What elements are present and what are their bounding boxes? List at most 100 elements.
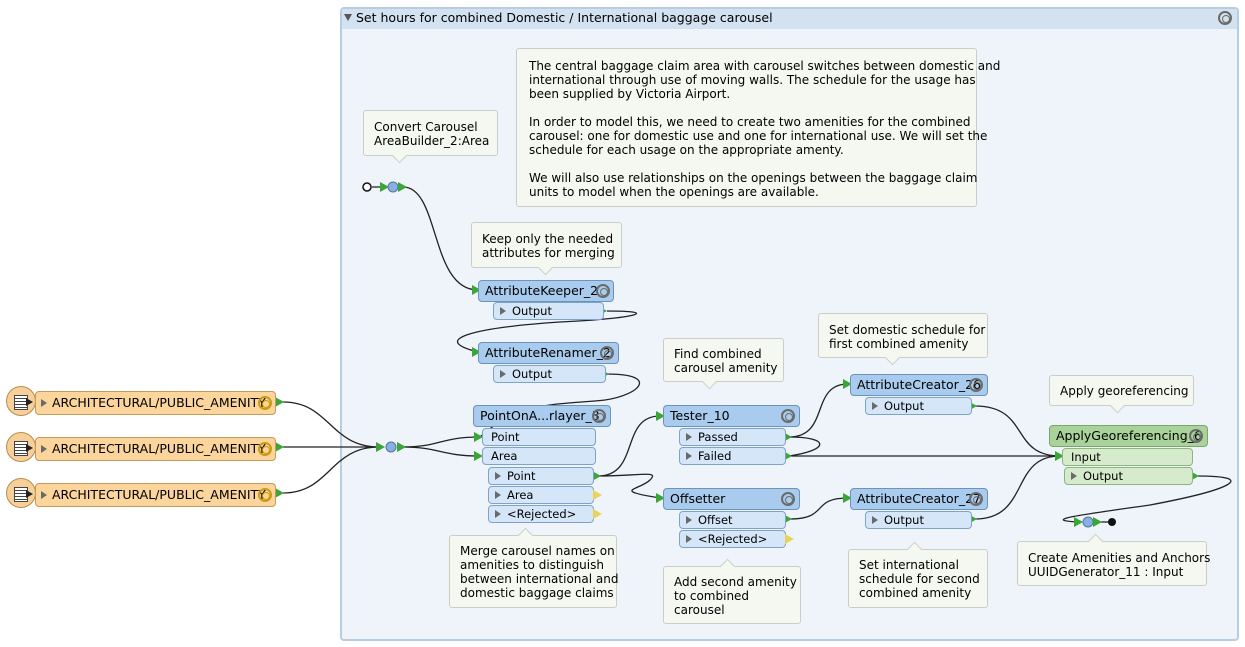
annotation-line: first combined amenity <box>829 337 969 351</box>
port-label: Point <box>491 430 520 444</box>
attributecreator27-transformer[interactable]: AttributeCreator_27 <box>850 488 988 510</box>
reader-feature-type[interactable]: ARCHITECTURAL/PUBLIC_AMENITY <box>35 437 276 461</box>
georeferencing-annotation[interactable]: Apply georeferencing <box>1049 375 1194 414</box>
reader-settings-gear-icon[interactable] <box>258 488 272 502</box>
annotation-line: Create Amenities and Anchors <box>1028 551 1211 565</box>
applygeoreferencing-input-port[interactable]: Input <box>1062 448 1193 466</box>
pointonarea-input-point[interactable]: Point <box>482 428 596 446</box>
annotation-line: UUIDGenerator_11 : Input <box>1028 565 1184 579</box>
settings-gear-icon[interactable] <box>781 492 795 506</box>
settings-gear-icon[interactable] <box>592 409 606 423</box>
description-line: carousel: one for domestic use and one f… <box>529 129 988 143</box>
settings-gear-icon[interactable] <box>596 284 610 298</box>
tester-transformer[interactable]: Tester_10 <box>663 405 800 427</box>
connector-point-tester <box>597 415 661 477</box>
create-amenities-annotation[interactable]: Create Amenities and Anchors UUIDGenerat… <box>1017 533 1211 586</box>
connector-passed-ac26 <box>788 383 849 438</box>
settings-gear-icon[interactable] <box>969 378 983 392</box>
port-label: Area <box>507 488 534 502</box>
description-line <box>529 157 964 171</box>
description-annotation[interactable]: The central baggage claim area with caro… <box>516 48 1001 207</box>
transformer-name: Offsetter <box>670 491 726 506</box>
port-label: Output <box>884 399 924 413</box>
pointonarea-input-area[interactable]: Area <box>482 447 596 465</box>
attributerenamer-output-port[interactable]: Output <box>493 365 606 383</box>
description-line: international through use of moving wall… <box>529 73 976 87</box>
attributekeeper-output-port[interactable]: Output <box>493 302 604 320</box>
transformer-name: ApplyGeoreferencing_6 <box>1056 428 1202 443</box>
pointonarea-output-rejected[interactable]: <Rejected> <box>488 505 594 523</box>
applygeoreferencing-transformer[interactable]: ApplyGeoreferencing_6 <box>1049 425 1208 447</box>
offsetter-transformer[interactable]: Offsetter <box>663 488 800 510</box>
settings-gear-icon[interactable] <box>781 409 795 423</box>
applygeoreferencing-output-port[interactable]: Output <box>1064 467 1193 485</box>
convert-carousel-annotation[interactable]: Convert Carousel AreaBuilder_2:Area <box>363 110 498 164</box>
port-label: Point <box>507 469 536 483</box>
collapse-triangle-icon[interactable] <box>344 14 352 21</box>
reader-label: ARCHITECTURAL/PUBLIC_AMENITY <box>52 441 266 456</box>
find-carousel-annotation[interactable]: Find combined carousel amenity <box>663 338 784 390</box>
annotation-line: Merge carousel names on <box>460 544 615 558</box>
attributekeeper-transformer[interactable]: AttributeKeeper_2 <box>478 280 614 302</box>
attributecreator27-output-port[interactable]: Output <box>865 511 972 529</box>
annotation-line: Set international <box>859 558 959 572</box>
pointonarea-output-point[interactable]: Point <box>488 467 594 485</box>
settings-gear-icon[interactable] <box>600 346 614 360</box>
connector-junction-point <box>401 436 481 448</box>
bookmark-header[interactable] <box>342 9 1237 29</box>
transformer-name: PointOnA...rlayer_3 <box>480 408 600 423</box>
annotation-line: Add second amenity <box>674 575 797 589</box>
transformer-name: AttributeCreator_26 <box>857 377 981 392</box>
keep-attributes-annotation[interactable]: Keep only the needed attributes for merg… <box>471 222 622 276</box>
unconnected-port-icon <box>785 534 794 544</box>
reader-feature-type[interactable]: ARCHITECTURAL/PUBLIC_AMENITY <box>35 391 276 415</box>
annotation-line: Find combined <box>674 347 762 361</box>
reader-settings-gear-icon[interactable] <box>258 396 272 410</box>
annotation-line: AreaBuilder_2:Area <box>374 134 490 148</box>
attributecreator26-output-port[interactable]: Output <box>865 397 972 415</box>
tester-output-failed[interactable]: Failed <box>679 447 786 465</box>
annotation-line: combined amenity <box>859 586 972 600</box>
attributecreator26-transformer[interactable]: AttributeCreator_26 <box>850 374 988 396</box>
annotation-line: Keep only the needed <box>482 232 614 246</box>
international-schedule-annotation[interactable]: Set international schedule for second co… <box>848 541 988 608</box>
unconnected-port-icon <box>593 490 602 500</box>
bookmark-settings-gear-icon[interactable] <box>1218 11 1232 25</box>
reader-table-icon[interactable] <box>6 432 36 462</box>
tester-output-passed[interactable]: Passed <box>679 428 786 446</box>
domestic-schedule-annotation[interactable]: Set domestic schedule for first combined… <box>818 313 988 366</box>
add-second-amenity-annotation[interactable]: Add second amenity to combined carousel <box>663 558 801 624</box>
reader-settings-gear-icon[interactable] <box>258 442 272 456</box>
settings-gear-icon[interactable] <box>1189 429 1203 443</box>
description-line: In order to model this, we need to creat… <box>529 115 971 129</box>
reader-table-icon[interactable] <box>6 386 36 416</box>
connector-ac27-georef <box>974 455 1061 520</box>
annotation-line: Apply georeferencing <box>1060 384 1189 398</box>
reader-label: ARCHITECTURAL/PUBLIC_AMENITY <box>52 487 266 502</box>
description-line: schedule for each usage on the appropria… <box>529 143 844 157</box>
unconnected-port-icon <box>593 509 602 519</box>
port-label: Output <box>1083 469 1123 483</box>
description-line: been supplied by Victoria Airport. <box>529 87 731 101</box>
offsetter-output-offset[interactable]: Offset <box>679 511 786 529</box>
transformer-name: AttributeKeeper_2 <box>485 283 599 298</box>
annotation-line: to combined <box>674 589 750 603</box>
transformer-name: AttributeRenamer_2 <box>485 345 611 360</box>
settings-gear-icon[interactable] <box>969 492 983 506</box>
connector-georef-end <box>1062 475 1232 523</box>
annotation-line: amenities to distinguish <box>460 558 604 572</box>
pointonarea-output-area[interactable]: Area <box>488 486 594 504</box>
pointonarea-transformer[interactable]: PointOnA...rlayer_3 <box>473 405 611 427</box>
port-label: <Rejected> <box>507 507 577 521</box>
reader-feature-type[interactable]: ARCHITECTURAL/PUBLIC_AMENITY <box>35 483 276 507</box>
port-label: Output <box>512 304 552 318</box>
description-line: The central baggage claim area with caro… <box>529 59 1001 73</box>
offsetter-output-rejected[interactable]: <Rejected> <box>679 530 786 548</box>
reader-table-icon[interactable] <box>6 478 36 508</box>
merge-names-annotation[interactable]: Merge carousel names on amenities to dis… <box>449 527 618 608</box>
reader-label: ARCHITECTURAL/PUBLIC_AMENITY <box>52 395 266 410</box>
port-label: Output <box>884 513 924 527</box>
attributerenamer-transformer[interactable]: AttributeRenamer_2 <box>478 342 619 364</box>
port-label: <Rejected> <box>698 532 768 546</box>
